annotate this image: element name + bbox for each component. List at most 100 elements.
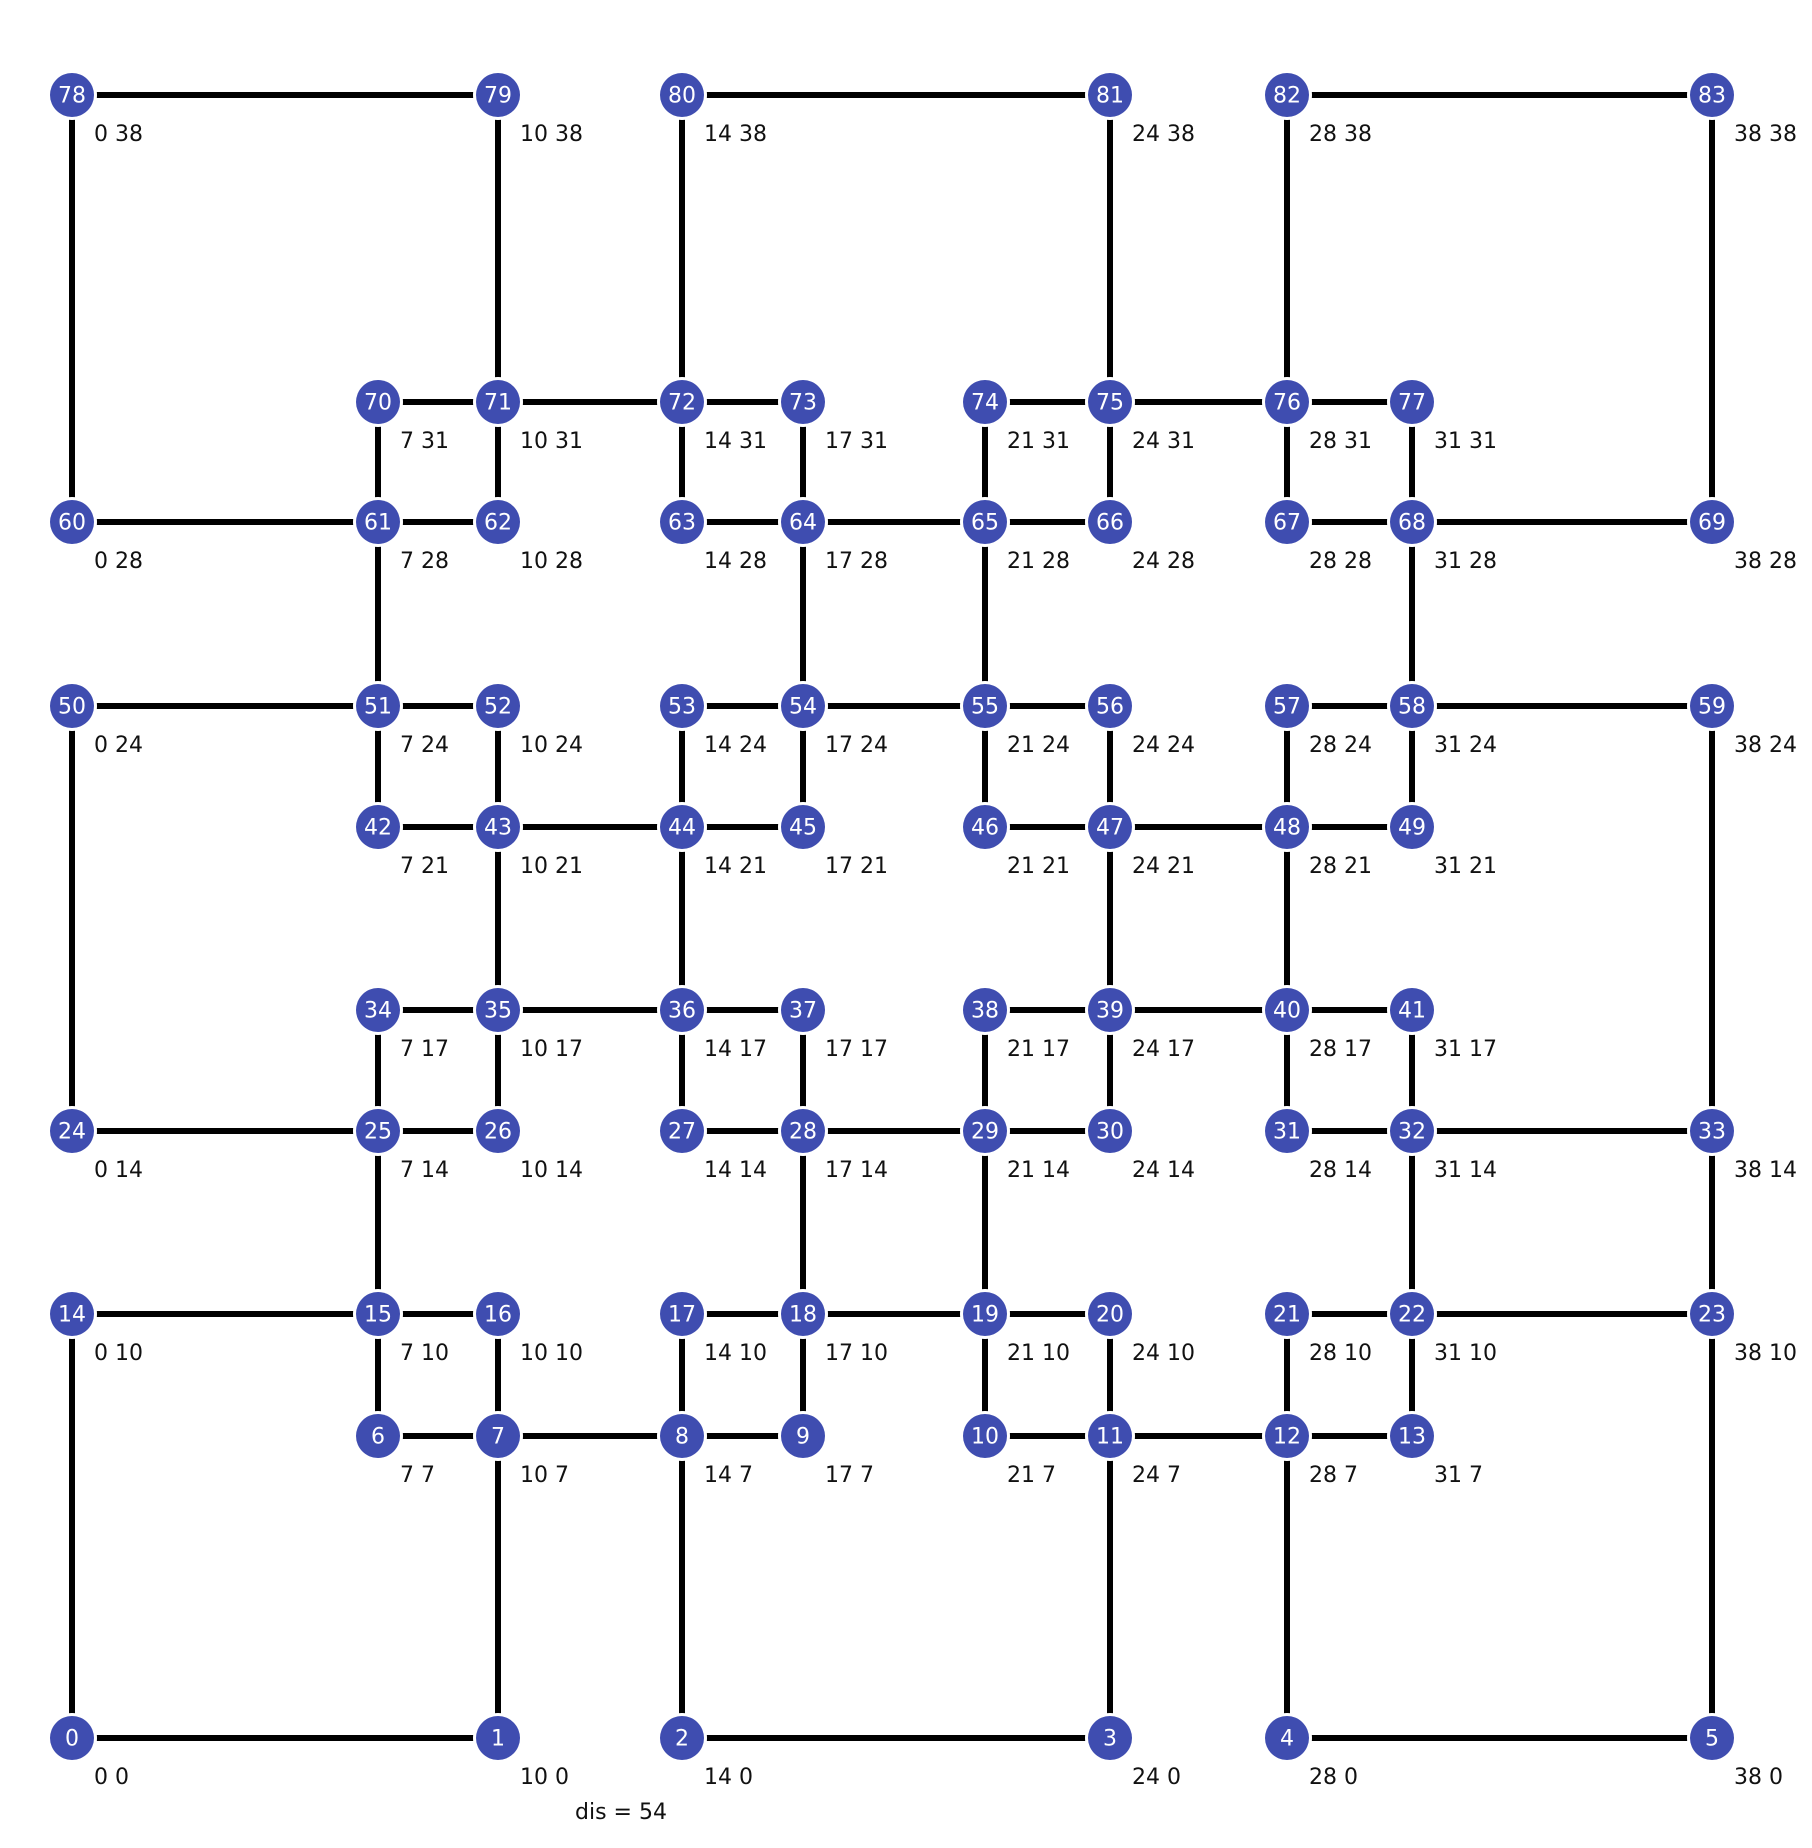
node-circle xyxy=(476,1414,520,1458)
node-id-label: 37 xyxy=(789,999,817,1024)
node-id-label: 58 xyxy=(1398,695,1426,720)
node-coordinate-label: 31 10 xyxy=(1434,1341,1497,1366)
node-64: 64 xyxy=(778,497,828,547)
node-id-label: 62 xyxy=(484,511,512,536)
node-coordinate-label: 28 21 xyxy=(1309,854,1372,879)
node-id-label: 57 xyxy=(1273,695,1301,720)
node-78: 78 xyxy=(47,70,97,120)
node-id-label: 83 xyxy=(1698,84,1726,109)
node-coordinate-label: 24 28 xyxy=(1132,549,1195,574)
node-coordinate-label: 28 31 xyxy=(1309,429,1372,454)
node-28: 28 xyxy=(778,1106,828,1156)
node-id-label: 10 xyxy=(971,1425,999,1450)
node-coordinate-label: 7 31 xyxy=(400,429,449,454)
node-id-label: 44 xyxy=(668,816,696,841)
node-coordinate-label: 7 21 xyxy=(400,854,449,879)
node-coordinate-label: 14 38 xyxy=(704,122,767,147)
node-coordinate-label: 10 21 xyxy=(520,854,583,879)
node-73: 73 xyxy=(778,377,828,427)
node-circle xyxy=(1690,1716,1734,1760)
node-55: 55 xyxy=(960,681,1010,731)
node-coordinate-label: 24 14 xyxy=(1132,1158,1195,1183)
node-id-label: 6 xyxy=(371,1425,385,1450)
node-coordinate-label: 31 21 xyxy=(1434,854,1497,879)
node-id-label: 2 xyxy=(675,1727,689,1752)
node-id-label: 43 xyxy=(484,816,512,841)
node-circle xyxy=(1390,684,1434,728)
node-id-label: 36 xyxy=(668,999,696,1024)
node-51: 51 xyxy=(353,681,403,731)
node-59: 59 xyxy=(1687,681,1737,731)
node-coordinate-label: 10 28 xyxy=(520,549,583,574)
node-id-label: 38 xyxy=(971,999,999,1024)
node-id-label: 4 xyxy=(1280,1727,1294,1752)
node-circle xyxy=(1390,1414,1434,1458)
node-33: 33 xyxy=(1687,1106,1737,1156)
node-36: 36 xyxy=(657,985,707,1035)
node-id-label: 71 xyxy=(484,391,512,416)
node-id-label: 22 xyxy=(1398,1303,1426,1328)
node-1: 1 xyxy=(473,1713,523,1763)
node-coordinate-label: 38 38 xyxy=(1734,122,1797,147)
node-circle xyxy=(1265,1716,1309,1760)
node-circle xyxy=(356,988,400,1032)
node-coordinate-label: 17 14 xyxy=(825,1158,888,1183)
node-circle xyxy=(356,1109,400,1153)
node-coordinate-label: 7 28 xyxy=(400,549,449,574)
node-circle xyxy=(1690,500,1734,544)
node-circle xyxy=(660,1109,704,1153)
node-circle xyxy=(660,684,704,728)
node-coordinate-label: 14 7 xyxy=(704,1463,753,1488)
node-id-label: 65 xyxy=(971,511,999,536)
node-id-label: 82 xyxy=(1273,84,1301,109)
node-id-label: 81 xyxy=(1096,84,1124,109)
node-coordinate-label: 14 21 xyxy=(704,854,767,879)
node-coordinate-label: 28 28 xyxy=(1309,549,1372,574)
node-5: 5 xyxy=(1687,1713,1737,1763)
node-id-label: 63 xyxy=(668,511,696,536)
node-coordinate-label: 17 31 xyxy=(825,429,888,454)
node-id-label: 41 xyxy=(1398,999,1426,1024)
node-circle xyxy=(1690,684,1734,728)
node-id-label: 48 xyxy=(1273,816,1301,841)
node-id-label: 1 xyxy=(491,1727,505,1752)
node-id-label: 55 xyxy=(971,695,999,720)
edge-layer xyxy=(69,92,1715,1741)
node-coordinate-label: 24 21 xyxy=(1132,854,1195,879)
node-23: 23 xyxy=(1687,1289,1737,1339)
node-9: 9 xyxy=(778,1411,828,1461)
node-circle xyxy=(1265,73,1309,117)
node-coordinate-label: 14 31 xyxy=(704,429,767,454)
node-65: 65 xyxy=(960,497,1010,547)
node-circle xyxy=(1265,500,1309,544)
node-52: 52 xyxy=(473,681,523,731)
node-id-label: 53 xyxy=(668,695,696,720)
node-67: 67 xyxy=(1262,497,1312,547)
node-coordinate-label: 10 24 xyxy=(520,733,583,758)
node-circle xyxy=(781,380,825,424)
node-coordinate-label: 28 7 xyxy=(1309,1463,1358,1488)
node-circle xyxy=(660,73,704,117)
node-id-label: 80 xyxy=(668,84,696,109)
node-7: 7 xyxy=(473,1411,523,1461)
node-coordinate-label: 24 7 xyxy=(1132,1463,1181,1488)
node-coordinate-label: 24 10 xyxy=(1132,1341,1195,1366)
node-45: 45 xyxy=(778,802,828,852)
node-id-label: 39 xyxy=(1096,999,1124,1024)
node-id-label: 0 xyxy=(65,1727,79,1752)
node-22: 22 xyxy=(1387,1289,1437,1339)
node-circle xyxy=(476,1109,520,1153)
node-38: 38 xyxy=(960,985,1010,1035)
node-id-label: 42 xyxy=(364,816,392,841)
node-circle xyxy=(1088,380,1132,424)
node-40: 40 xyxy=(1262,985,1312,1035)
node-circle xyxy=(356,500,400,544)
node-circle xyxy=(963,1414,1007,1458)
node-coordinate-label: 14 28 xyxy=(704,549,767,574)
node-coordinate-label: 21 7 xyxy=(1007,1463,1056,1488)
node-id-label: 76 xyxy=(1273,391,1301,416)
node-id-label: 33 xyxy=(1698,1120,1726,1145)
node-57: 57 xyxy=(1262,681,1312,731)
node-id-label: 78 xyxy=(58,84,86,109)
